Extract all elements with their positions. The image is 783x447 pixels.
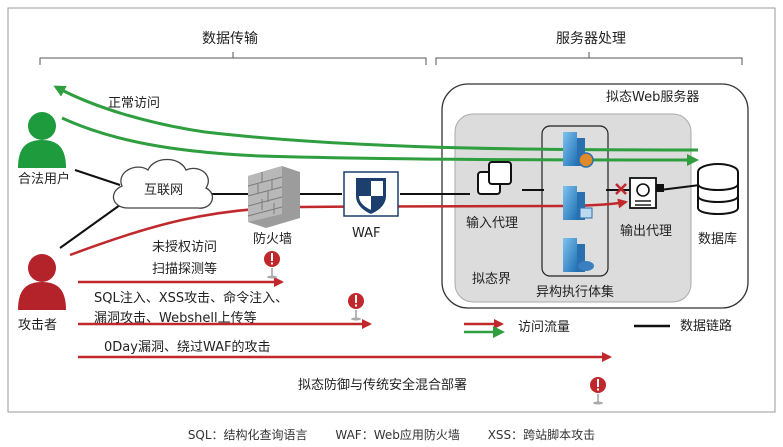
waf-label: WAF bbox=[352, 226, 381, 241]
attacks-label-1: SQL注入、XSS攻击、命令注入、 bbox=[94, 291, 289, 306]
outer-frame bbox=[7, 7, 776, 413]
mimic-boundary-label: 拟态界 bbox=[472, 272, 512, 287]
executor-server-1-icon bbox=[563, 132, 594, 168]
waf-shield-icon bbox=[343, 171, 399, 217]
input-proxy-label: 输入代理 bbox=[466, 216, 519, 231]
firewall-icon bbox=[247, 166, 300, 228]
footer-waf: WAF：Web应用防火墙 bbox=[335, 428, 460, 442]
server-processing-brace bbox=[435, 57, 743, 65]
internet-label: 互联网 bbox=[144, 183, 184, 198]
footer-xss: XSS：跨站脚本攻击 bbox=[487, 428, 596, 442]
database-icon bbox=[697, 163, 739, 215]
legit-user-label: 合法用户 bbox=[18, 172, 71, 187]
internet-cloud-icon bbox=[112, 158, 214, 209]
user-internet-link bbox=[74, 169, 121, 186]
output-proxy-label: 输出代理 bbox=[620, 224, 673, 239]
legend-data-link-label: 数据链路 bbox=[680, 319, 733, 334]
block-pin-2 bbox=[348, 293, 364, 321]
legend-access-flow-label: 访问流量 bbox=[518, 320, 571, 335]
block-pin-3 bbox=[590, 377, 606, 405]
blocked-x-icon bbox=[615, 183, 627, 195]
output-proxy-icon bbox=[629, 177, 664, 209]
executor-server-3-icon bbox=[563, 238, 594, 272]
hybrid-deployment-label: 拟态防御与传统安全混合部署 bbox=[298, 378, 468, 393]
heterogeneous-set-label: 异构执行体集 bbox=[536, 285, 615, 300]
data-transfer-label: 数据传输 bbox=[202, 31, 258, 47]
unauthorized-label-1: 未授权访问 bbox=[152, 240, 218, 255]
block-pin-1 bbox=[264, 251, 280, 279]
attacker-internet-link bbox=[59, 204, 121, 249]
footer-abbreviations: SQL：结构化查询语言 WAF：Web应用防火墙 XSS：跨站脚本攻击 bbox=[0, 426, 783, 443]
database-label: 数据库 bbox=[698, 232, 738, 247]
attacker-label: 攻击者 bbox=[18, 318, 58, 333]
attacker-icon bbox=[18, 254, 66, 310]
unauthorized-label-2: 扫描探测等 bbox=[152, 262, 218, 277]
zeroday-label: 0Day漏洞、绕过WAF的攻击 bbox=[104, 340, 271, 355]
footer-sql: SQL：结构化查询语言 bbox=[187, 428, 308, 442]
server-processing-label: 服务器处理 bbox=[556, 31, 626, 47]
executor-server-2-icon bbox=[563, 186, 593, 220]
data-transfer-brace bbox=[39, 57, 427, 65]
attacks-label-2: 漏洞攻击、Webshell上传等 bbox=[94, 311, 257, 326]
normal-access-response-arrow bbox=[53, 85, 699, 152]
input-proxy-icon bbox=[477, 161, 512, 195]
legit-user-icon bbox=[18, 112, 66, 168]
normal-access-label: 正常访问 bbox=[108, 96, 161, 111]
firewall-label: 防火墙 bbox=[253, 232, 293, 247]
mimic-web-server-label: 拟态Web服务器 bbox=[606, 90, 700, 105]
